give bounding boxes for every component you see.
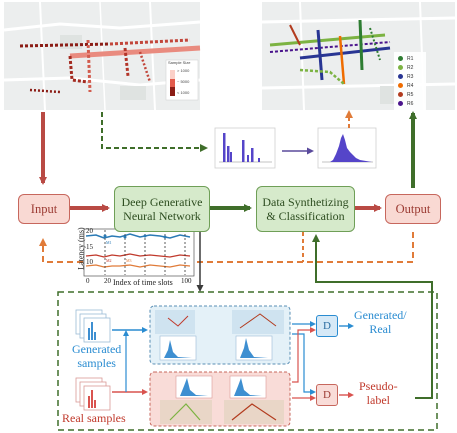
real-samples-stack	[75, 377, 111, 411]
synth-label-line2: & Classification	[266, 209, 345, 223]
legend-label: R4	[407, 82, 414, 89]
legend-label: R6	[407, 100, 414, 107]
latency-xtick-100: 100	[181, 277, 192, 285]
right-map-legend-item: R1	[398, 54, 426, 63]
legend-dot-icon	[398, 56, 403, 61]
latency-xtick-0: 0	[86, 277, 90, 285]
synth-label-line1: Data Synthetizing	[262, 194, 349, 209]
real-to-d-top-arrow	[292, 327, 316, 383]
real-samples-label: Real samples	[62, 411, 126, 425]
left-map-legend-mid: ~ 5000	[177, 79, 190, 84]
left-map-legend-low: < 1000	[177, 90, 190, 95]
map-to-histogram-dashed-arrow	[101, 112, 208, 152]
pseudo-label-return-arrow	[312, 234, 433, 399]
feedback-dashed-loop	[39, 232, 414, 263]
right-map-legend-item: R6	[398, 99, 426, 108]
latency-legend-m3: M3	[126, 258, 132, 263]
left-map-legend-title: Sample Size	[168, 60, 191, 65]
right-map-legend-item: R5	[398, 90, 426, 99]
legend-label: R1	[407, 55, 414, 62]
latency-ytick-15: 15	[86, 243, 93, 251]
legend-dot-icon	[398, 74, 403, 79]
left-map	[3, 1, 201, 111]
right-map	[261, 1, 456, 111]
generated-to-d-bottom-arrow	[292, 333, 316, 395]
histogram-left	[214, 127, 276, 169]
generated-samples-stack	[75, 309, 111, 343]
generated-samples-line2: samples	[77, 355, 116, 370]
legend-label: R5	[407, 91, 414, 98]
generated-samples-line1: Generated	[72, 342, 122, 356]
generated-samples-label: Generated samples	[72, 342, 122, 371]
right-map-legend-item: R2	[398, 63, 426, 72]
pseudo-label-line1: Pseudo-	[359, 379, 398, 393]
input-label: Input	[30, 201, 58, 216]
legend-dot-icon	[398, 65, 403, 70]
data-synthetizing-box: Data Synthetizing & Classification	[256, 186, 355, 232]
input-box: Input	[18, 194, 70, 224]
latency-legend-m1: M1	[106, 240, 112, 245]
network-label-line1: Deep Generative	[121, 194, 203, 209]
latency-ytick-20: 20	[86, 227, 93, 235]
network-label-line2: Neural Network	[123, 209, 201, 223]
histogram-right	[317, 127, 377, 169]
latency-ytick-10: 10	[86, 258, 93, 266]
discriminator-top: D	[316, 315, 338, 337]
deep-generative-network-box: Deep Generative Neural Network	[114, 186, 210, 232]
right-map-legend-item: R4	[398, 81, 426, 90]
right-map-legend-item: R3	[398, 72, 426, 81]
output-label: Output	[395, 201, 431, 216]
latency-xlabel: Index of time slots	[112, 278, 174, 288]
legend-label: R3	[407, 73, 414, 80]
generated-real-line2: Real	[369, 321, 392, 336]
gan-container	[57, 291, 438, 431]
latency-legend-m2: M2	[106, 258, 112, 263]
output-box: Output	[385, 194, 441, 224]
legend-dot-icon	[398, 83, 403, 88]
latency-xtick-20: 20	[104, 277, 111, 285]
legend-dot-icon	[398, 92, 403, 97]
latency-chart	[83, 228, 195, 277]
legend-label: R2	[407, 64, 414, 71]
pseudo-label-line2: label	[366, 392, 390, 407]
pseudo-label-label: Pseudo- label	[359, 379, 398, 408]
discriminator-bottom: D	[316, 384, 338, 406]
left-map-legend-high: > 1000	[177, 68, 190, 73]
legend-dot-icon	[398, 101, 403, 106]
generated-real-line1: Generated/	[354, 308, 407, 322]
latency-ylabel: Latency (ms)	[76, 227, 86, 270]
generated-real-label: Generated/ Real	[354, 308, 407, 337]
